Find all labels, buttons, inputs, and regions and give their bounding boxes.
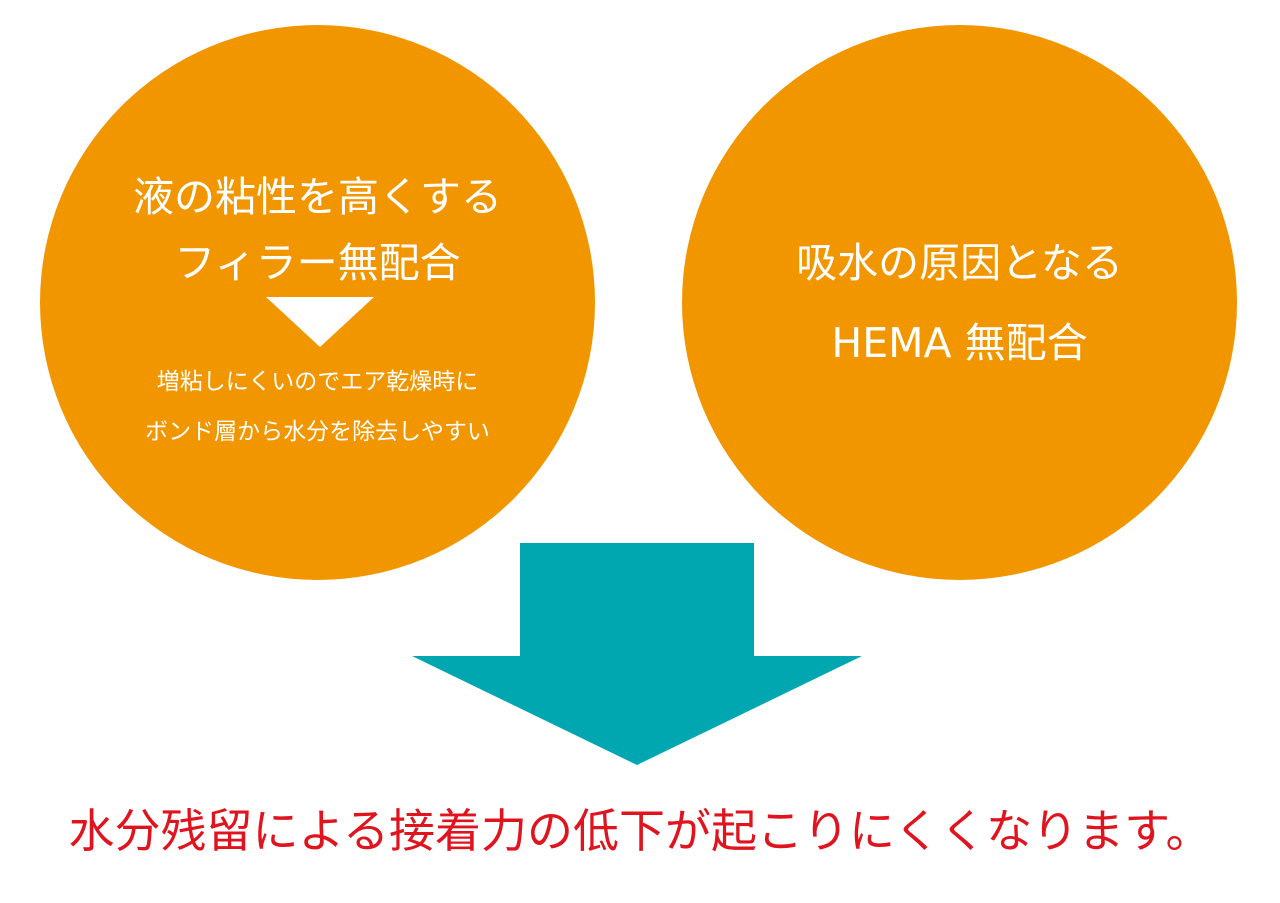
down-triangle-icon <box>266 297 374 347</box>
down-arrow-shape <box>412 543 862 765</box>
left-circle-detail-line-2: ボンド層から水分を除去しやすい <box>145 419 490 445</box>
left-circle-title-line-2: フィラー無配合 <box>174 239 461 287</box>
left-circle-title-line-1: 液の粘性を高くする <box>133 173 502 221</box>
left-circle: 液の粘性を高くする フィラー無配合 増粘しにくいのでエア乾燥時に ボンド層から水… <box>40 25 595 580</box>
right-circle-title-line-2: HEMA 無配合 <box>831 319 1088 367</box>
right-circle: 吸水の原因となる HEMA 無配合 <box>682 25 1237 580</box>
right-circle-title-line-1: 吸水の原因となる <box>796 239 1123 287</box>
conclusion-text: 水分残留による接着力の低下が起こりにくくなります。 <box>68 804 1212 858</box>
left-circle-detail-line-1: 増粘しにくいのでエア乾燥時に <box>156 369 479 395</box>
